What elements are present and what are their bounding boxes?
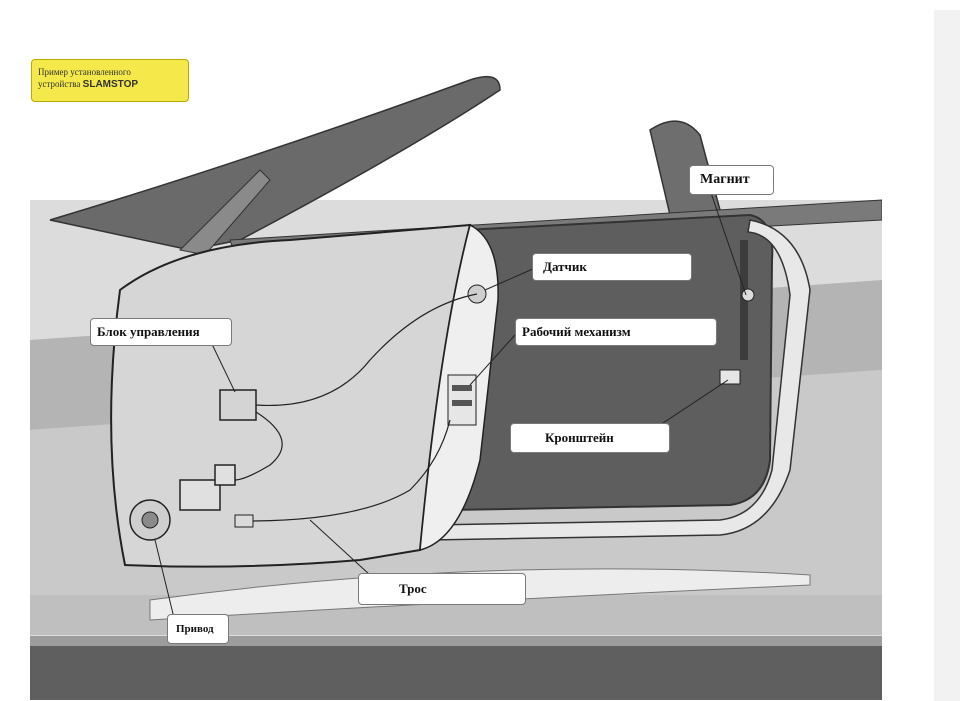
- label-sensor: Датчик: [532, 253, 692, 281]
- label-magnet: Магнит: [689, 165, 774, 195]
- note-line-2: устройства: [38, 79, 81, 89]
- label-mechanism: Рабочий механизм: [515, 318, 717, 346]
- note-line-1: Пример установленного: [38, 67, 131, 77]
- side-panel: [934, 10, 960, 701]
- device-example-note: Пример установленного устройства SLAMSTO…: [31, 59, 189, 102]
- label-control-unit: Блок управления: [90, 318, 232, 346]
- note-brand: SLAMSTOP: [82, 79, 139, 90]
- label-cable: Трос: [358, 573, 526, 605]
- label-bracket: Кронштейн: [510, 423, 670, 453]
- car-door-illustration: [30, 75, 882, 700]
- label-drive: Привод: [167, 614, 229, 644]
